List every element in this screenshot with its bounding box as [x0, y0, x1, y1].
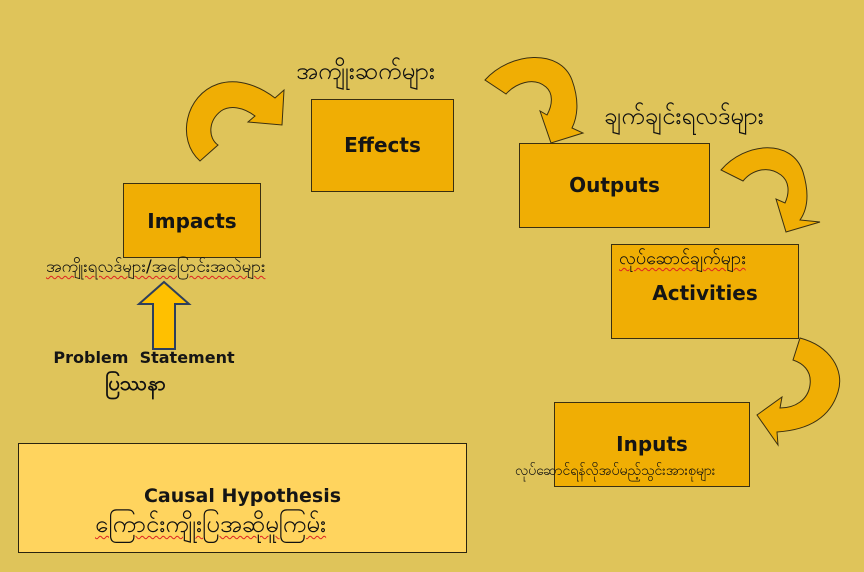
impacts-label: Impacts: [147, 209, 237, 233]
inputs-caption: လုပ်ဆောင်ရန်လိုအပ်မည့်သွင်းအားစုများ: [515, 463, 716, 479]
inputs-box[interactable]: [554, 402, 750, 487]
curved-arrow-outputs-activities: [720, 147, 821, 233]
problem-statement-label: Problem Statement: [53, 348, 235, 367]
curved-arrow-activities-inputs: [756, 337, 841, 447]
impacts-caption: အကျိုးရလဒ်များ/အပြောင်းအလဲများ: [46, 257, 266, 277]
curved-arrow-impacts-effects: [185, 81, 285, 162]
activities-box[interactable]: [611, 244, 799, 339]
activities-caption: လုပ်ဆောင်ချက်များ: [619, 248, 746, 269]
effects-caption: အကျိုးဆက်များ: [296, 57, 436, 85]
outputs-box[interactable]: [519, 143, 710, 228]
causal-hypothesis-box[interactable]: [18, 443, 467, 553]
outputs-label: Outputs: [569, 173, 660, 197]
effects-box[interactable]: [311, 99, 454, 192]
up-arrow-problem-impacts: [136, 280, 192, 350]
effects-label: Effects: [344, 133, 421, 157]
outputs-caption: ချက်ချင်းရလဒ်များ: [604, 102, 764, 130]
curved-arrow-effects-outputs: [484, 57, 585, 144]
causal-hypothesis-caption: ကြောင်းကျိုးပြအဆိုမူကြမ်း: [95, 510, 327, 538]
problem-statement-caption: ပြဿနာ: [105, 371, 166, 395]
activities-label: Activities: [652, 281, 758, 305]
impacts-box[interactable]: [123, 183, 261, 258]
causal-hypothesis-label: Causal Hypothesis: [143, 485, 342, 507]
inputs-label: Inputs: [616, 432, 688, 456]
